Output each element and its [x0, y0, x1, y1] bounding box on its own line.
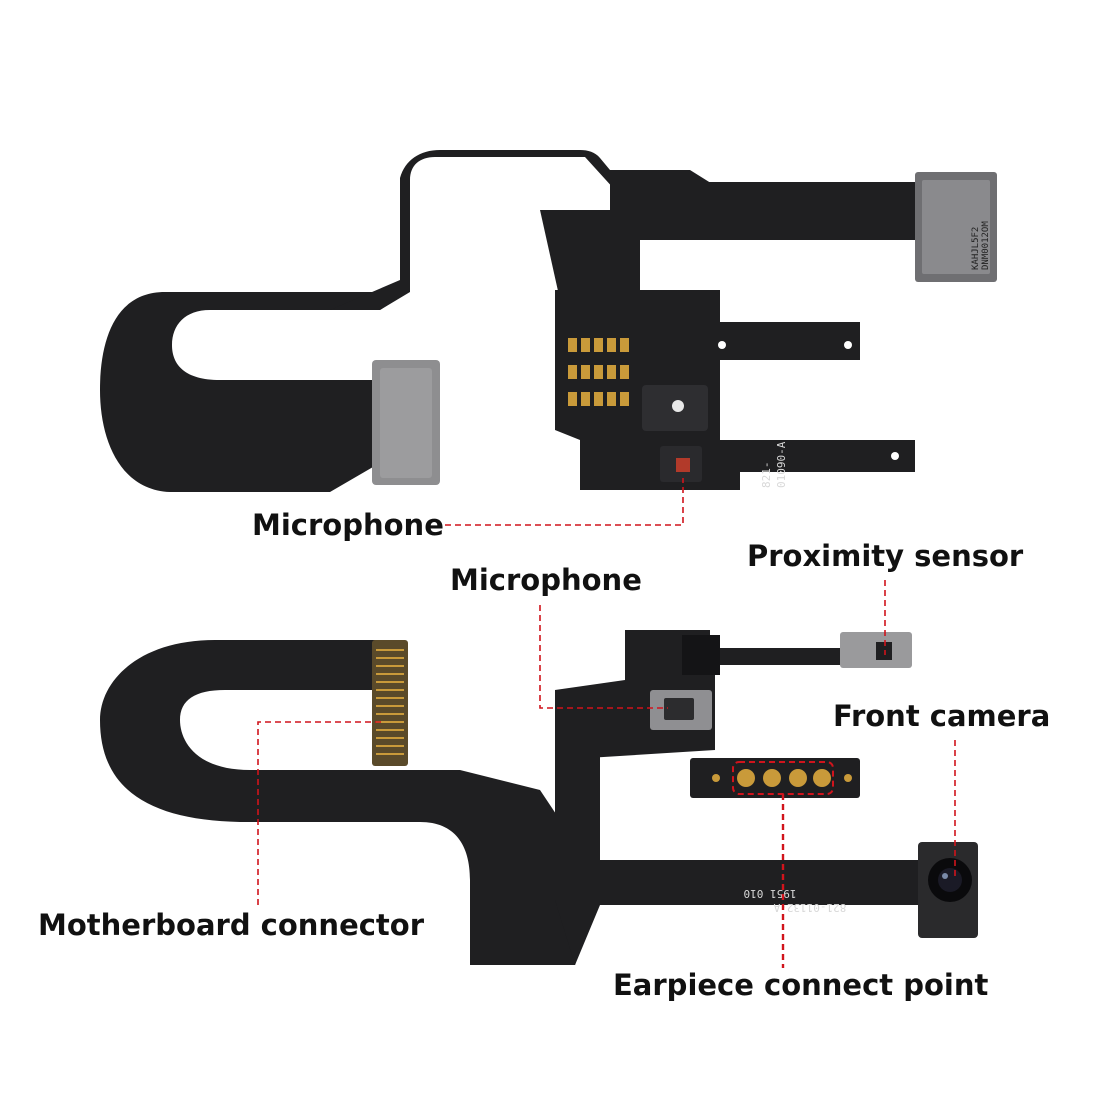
label-earpiece-connect-point: Earpiece connect point — [613, 968, 989, 1002]
motherboard-connector-body — [372, 640, 408, 766]
top-marking-1: 821- — [760, 462, 773, 489]
bottom-marking-1: 1951 010 — [744, 887, 797, 900]
earpiece-gold-pads — [712, 769, 852, 787]
bottom-marking-2: 821-01132-A — [773, 901, 846, 914]
top-flex-cable: DNM0012OM KAHJL5F2 821- 01090-A — [100, 150, 997, 492]
top-hole — [718, 341, 726, 349]
top-sensor-body — [555, 290, 915, 490]
label-motherboard-connector: Motherboard connector — [38, 908, 425, 942]
callout-line-bottom-microphone — [539, 605, 668, 709]
callout-line-motherboard — [257, 721, 382, 905]
label-proximity-sensor: Proximity sensor — [747, 539, 1024, 573]
top-cable-tail — [610, 182, 930, 240]
top-camera-marking-1: DNM0012OM — [981, 221, 991, 270]
bottom-cable-tail — [555, 750, 920, 965]
callout-lines — [257, 478, 956, 968]
label-bottom-microphone: Microphone — [450, 563, 642, 597]
bottom-cable-loop — [100, 640, 600, 965]
top-camera-marking-2: KAHJL5F2 — [971, 227, 981, 270]
label-front-camera: Front camera — [833, 699, 1051, 733]
top-cable-loop — [100, 292, 440, 492]
label-top-microphone: Microphone — [252, 508, 444, 542]
top-gold-contacts — [568, 338, 629, 406]
top-marking-2: 01090-A — [775, 441, 788, 488]
